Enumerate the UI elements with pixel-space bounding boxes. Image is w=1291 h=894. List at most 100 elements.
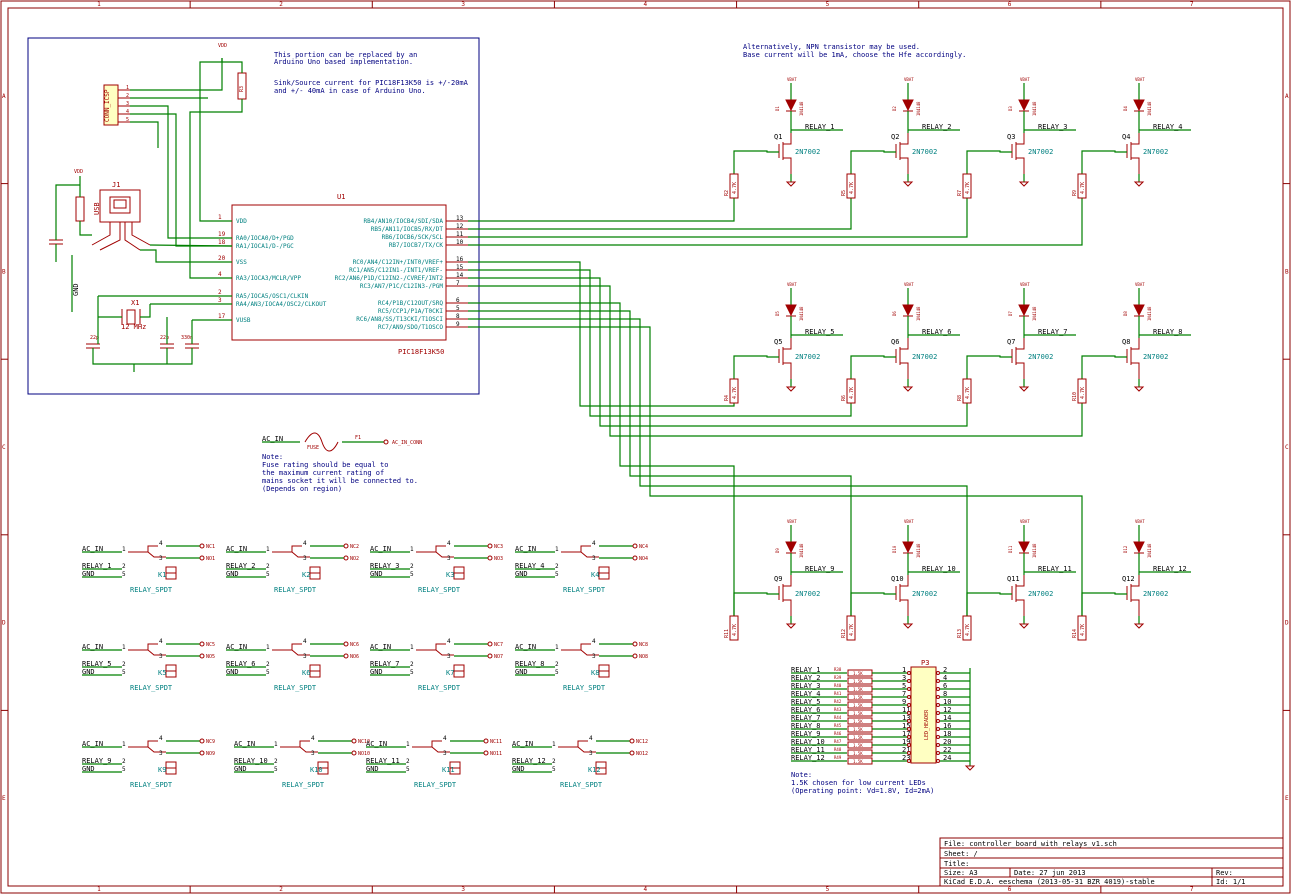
gnd-label: GND xyxy=(72,283,80,296)
grid-col-top: 2 xyxy=(279,1,283,8)
relay-ac-label: AC_IN xyxy=(82,643,103,651)
resistor-ref: R8 xyxy=(957,395,963,401)
led-header-net: RELAY_10 xyxy=(791,738,825,746)
base-resistor xyxy=(962,378,972,404)
relay-ac-label: AC_IN xyxy=(226,545,247,553)
icsp-pin-number: 5 xyxy=(126,117,129,123)
vcc-flag: VBAT xyxy=(787,282,797,287)
led-res-ref: R47 xyxy=(834,739,842,744)
relay-net-label: RELAY_10 xyxy=(922,565,956,573)
relay-nc-label: NC1 xyxy=(206,544,215,550)
svg-text:4: 4 xyxy=(159,735,163,742)
led-header-net: RELAY_11 xyxy=(791,746,825,754)
resistor-r3: R3 xyxy=(237,72,247,100)
title-tool: KiCad E.D.A. eeschema (2013-05-31 BZR 40… xyxy=(944,878,1155,886)
relay-net-label: RELAY_4 xyxy=(1153,123,1183,131)
grid-row-right: E xyxy=(1285,795,1289,802)
mcu-pin-name: RC1/AN5/C12IN1-/INT1/VREF- xyxy=(349,267,443,274)
relay-gnd-label: GND xyxy=(82,765,95,773)
led-header-net: RELAY_3 xyxy=(791,682,821,690)
diode-ref: D8 xyxy=(1123,311,1128,316)
fuse-note-line: Fuse rating should be equal to xyxy=(262,461,388,469)
relay-net-label: RELAY_7 xyxy=(1038,328,1068,336)
led-pin-odd: 3 xyxy=(902,674,906,682)
svg-text:5: 5 xyxy=(274,766,278,773)
vcc-flag: VBAT xyxy=(1020,77,1030,82)
usb-label: USB xyxy=(93,202,101,215)
mcu-pin-number: 16 xyxy=(456,256,464,263)
led-res-value: 1.5K xyxy=(853,751,863,756)
led-pin-odd: 7 xyxy=(902,690,906,698)
led-header-ref: P3 xyxy=(921,659,929,667)
transistor-ref: Q4 xyxy=(1122,133,1130,141)
relay-net-label: RELAY_1 xyxy=(805,123,835,131)
note-current-line2: and +/- 40mA in case of Arduino Uno. xyxy=(274,87,426,95)
mcu-pin-number: 2 xyxy=(218,289,222,296)
driver-wire xyxy=(468,261,735,407)
vdd-flag-left: VDD xyxy=(74,169,83,175)
relay-ref: K3 xyxy=(446,571,454,579)
vcc-flag: VBAT xyxy=(787,519,797,524)
mcu-pin-name: RC2/AN6/P1D/C12IN2-/CVREF/INT2 xyxy=(335,275,444,282)
diode-ref: D7 xyxy=(1008,311,1013,316)
resistor-ref: R7 xyxy=(957,190,963,196)
led-header-net: RELAY_8 xyxy=(791,722,821,730)
mcu-pin-number: 19 xyxy=(218,231,226,238)
mcu-pin-number: 10 xyxy=(456,239,464,246)
led-diode-icon xyxy=(902,304,914,317)
led-note: Note:1.5K chosen for low current LEDs(Op… xyxy=(791,771,934,795)
diode-value: 1N4148 xyxy=(799,543,804,558)
relay-ac-label: AC_IN xyxy=(512,740,533,748)
led-pin-odd: 5 xyxy=(902,682,906,690)
svg-text:2: 2 xyxy=(274,758,278,765)
relay-nc-label: NC12 xyxy=(636,739,648,745)
diode-value: 1N4148 xyxy=(916,543,921,558)
svg-text:4: 4 xyxy=(447,638,451,645)
relay-gnd-label: GND xyxy=(515,570,528,578)
svg-text:2: 2 xyxy=(122,758,126,765)
led-pin-even: 4 xyxy=(943,674,947,682)
driver-wire xyxy=(468,198,1083,246)
transistor-value: 2N7002 xyxy=(912,590,937,598)
led-diode-icon xyxy=(1018,541,1030,554)
led-diode-icon xyxy=(902,541,914,554)
relay-part: RELAY_SPDT xyxy=(414,781,457,789)
resistor-ref: R13 xyxy=(957,629,963,638)
svg-text:2: 2 xyxy=(122,661,126,668)
base-resistor xyxy=(846,615,856,641)
fuse-f1: AC_IN F1 FUSE AC_IN_CONN xyxy=(262,432,422,452)
led-pin-odd: 15 xyxy=(902,722,910,730)
mcu-pin-number: 18 xyxy=(218,239,226,246)
led-header-net: RELAY_4 xyxy=(791,690,821,698)
led-pin-even: 14 xyxy=(943,714,951,722)
vcc-flag: VBAT xyxy=(904,519,914,524)
vcc-flag: VBAT xyxy=(1135,77,1145,82)
resistor-value: 4.7K xyxy=(965,387,971,399)
relay-ref: K2 xyxy=(302,571,310,579)
led-res-ref: R49 xyxy=(834,755,842,760)
led-res-ref: R42 xyxy=(834,699,842,704)
relay-part: RELAY_SPDT xyxy=(130,684,173,692)
led-header-net: RELAY_1 xyxy=(791,666,821,674)
transistor-value: 2N7002 xyxy=(1143,353,1168,361)
vcc-flag: VBAT xyxy=(787,77,797,82)
mcu-pin-number: 8 xyxy=(456,313,460,320)
relay-net-label: RELAY_9 xyxy=(805,565,835,573)
relay-part: RELAY_SPDT xyxy=(274,586,317,594)
svg-text:3: 3 xyxy=(311,750,315,757)
relay-coil-label: RELAY_1 xyxy=(82,562,112,570)
svg-text:4: 4 xyxy=(303,540,307,547)
mcu-pin-name: VSS xyxy=(236,259,247,266)
led-res-value: 1.5K xyxy=(853,727,863,732)
grid-row-right: D xyxy=(1285,620,1289,627)
led-res-ref: R39 xyxy=(834,675,842,680)
led-diode-icon xyxy=(902,99,914,112)
resistor-value: 4.7K xyxy=(732,182,738,194)
led-diode-icon xyxy=(785,99,797,112)
driver-wire xyxy=(468,302,735,616)
note-npn-line1: Alternatively, NPN transistor may be use… xyxy=(743,43,920,51)
led-header-net: RELAY_6 xyxy=(791,706,821,714)
relay-nc-label: NC5 xyxy=(206,642,215,648)
